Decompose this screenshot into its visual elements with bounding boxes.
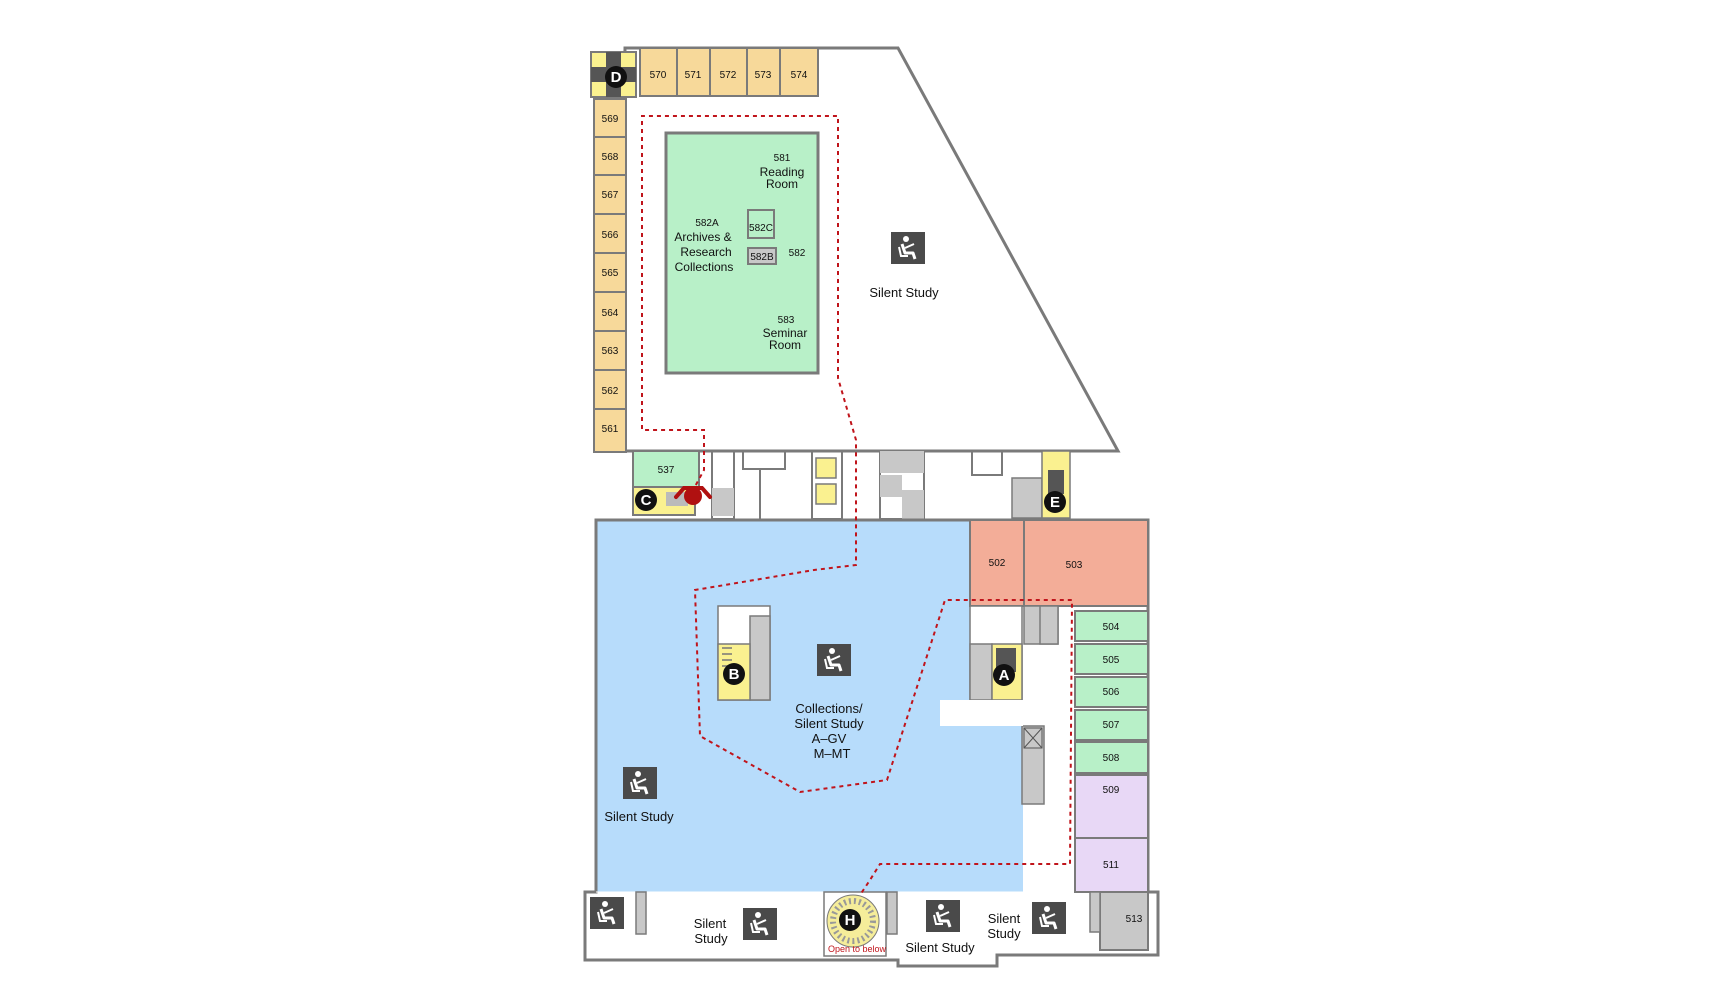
- room-582: 582: [789, 248, 806, 259]
- open-to-below-label: Open to below: [828, 944, 887, 954]
- room-504[interactable]: 504: [1103, 622, 1120, 633]
- you-are-here-icon: [674, 486, 712, 505]
- carrel-572[interactable]: 572: [720, 70, 737, 81]
- svg-text:D: D: [611, 69, 622, 86]
- room-505[interactable]: 505: [1103, 655, 1120, 666]
- route-path: [641, 115, 1074, 896]
- room-511[interactable]: 511: [1103, 860, 1119, 871]
- room-507[interactable]: 507: [1103, 720, 1120, 731]
- room-582a-number: 582A: [695, 218, 719, 229]
- silent-study-icon-s1: [741, 906, 779, 942]
- area-silent-study-north: Silent Study: [869, 285, 939, 300]
- carrel-561[interactable]: 561: [602, 424, 619, 435]
- room-502[interactable]: 502: [989, 558, 1006, 569]
- marker-a[interactable]: A: [993, 664, 1015, 686]
- silent-study-icon-sw: [588, 895, 626, 931]
- marker-d[interactable]: D: [605, 66, 627, 88]
- carrel-564[interactable]: 564: [602, 308, 619, 319]
- room-582a-label-2: Research: [680, 245, 731, 259]
- room-582c: 582C: [749, 223, 773, 234]
- room-503[interactable]: 503: [1066, 560, 1083, 571]
- carrels-top: 570 571 572 573 574: [639, 47, 819, 97]
- marker-b[interactable]: B: [723, 663, 745, 685]
- carrel-563[interactable]: 563: [602, 346, 619, 357]
- carrel-571[interactable]: 571: [685, 70, 702, 81]
- area-collections-label-4: M–MT: [814, 746, 851, 761]
- carrel-566[interactable]: 566: [602, 230, 619, 241]
- area-silent-study-west: Silent Study: [604, 809, 674, 824]
- room-582a-label-1: Archives &: [674, 230, 731, 244]
- room-511-block: [1074, 837, 1149, 893]
- silent-study-icon-collections: [815, 642, 853, 678]
- room-506[interactable]: 506: [1103, 687, 1120, 698]
- carrels-left: 569 568 567 566 565 564 563 562 561: [593, 98, 627, 453]
- room-581-label-1: Reading: [760, 165, 805, 179]
- carrel-573[interactable]: 573: [755, 70, 772, 81]
- carrel-567[interactable]: 567: [602, 190, 619, 201]
- collections-zone: [596, 520, 1023, 892]
- area-silent-study-s3-line2: Study: [987, 926, 1021, 941]
- room-583-label-2: Room: [769, 338, 801, 352]
- silent-study-icon: [889, 230, 927, 266]
- room-537: 537: [658, 465, 675, 476]
- area-silent-study-s3-line1: Silent: [988, 911, 1021, 926]
- room-513[interactable]: 513: [1126, 914, 1143, 925]
- room-509[interactable]: 509: [1103, 785, 1120, 796]
- room-583-label-1: Seminar: [763, 326, 808, 340]
- core-b: [717, 605, 771, 701]
- room-583-number: 583: [778, 315, 795, 326]
- svg-text:H: H: [845, 912, 856, 929]
- carrel-570[interactable]: 570: [650, 70, 667, 81]
- connector-strip: 537: [632, 450, 1071, 520]
- carrel-565[interactable]: 565: [602, 268, 619, 279]
- carrel-568[interactable]: 568: [602, 152, 619, 163]
- svg-text:C: C: [641, 492, 652, 509]
- silent-study-icon-s3: [1030, 900, 1068, 936]
- carrel-574[interactable]: 574: [791, 70, 808, 81]
- room-503-block: [1023, 519, 1149, 607]
- room-581-label-2: Room: [766, 177, 798, 191]
- area-silent-study-s2: Silent Study: [905, 940, 975, 955]
- area-collections-label-1: Collections/: [795, 701, 863, 716]
- area-silent-study-s1-line1: Silent: [694, 916, 727, 931]
- silent-study-icon-west: [621, 765, 659, 801]
- marker-h[interactable]: H: [839, 909, 861, 931]
- svg-text:A: A: [999, 667, 1010, 684]
- core-a: [940, 605, 1059, 805]
- svg-text:B: B: [729, 666, 740, 683]
- carrel-569[interactable]: 569: [602, 114, 619, 125]
- archives-block: 582A Archives & Research Collections 581…: [664, 131, 820, 375]
- svg-text:E: E: [1050, 494, 1060, 511]
- area-collections-label-3: A–GV: [812, 731, 847, 746]
- marker-e[interactable]: E: [1044, 491, 1066, 513]
- room-581-number: 581: [774, 153, 791, 164]
- silent-study-icon-s2: [924, 898, 962, 934]
- rooms-right-green: 504 505 506 507 508: [1074, 610, 1149, 774]
- room-582b: 582B: [750, 252, 774, 263]
- room-582a-label-3: Collections: [675, 260, 734, 274]
- area-silent-study-s1-line2: Study: [694, 931, 728, 946]
- room-508[interactable]: 508: [1103, 753, 1120, 764]
- carrel-562[interactable]: 562: [602, 386, 619, 397]
- area-collections-label-2: Silent Study: [794, 716, 864, 731]
- marker-c[interactable]: C: [635, 489, 657, 511]
